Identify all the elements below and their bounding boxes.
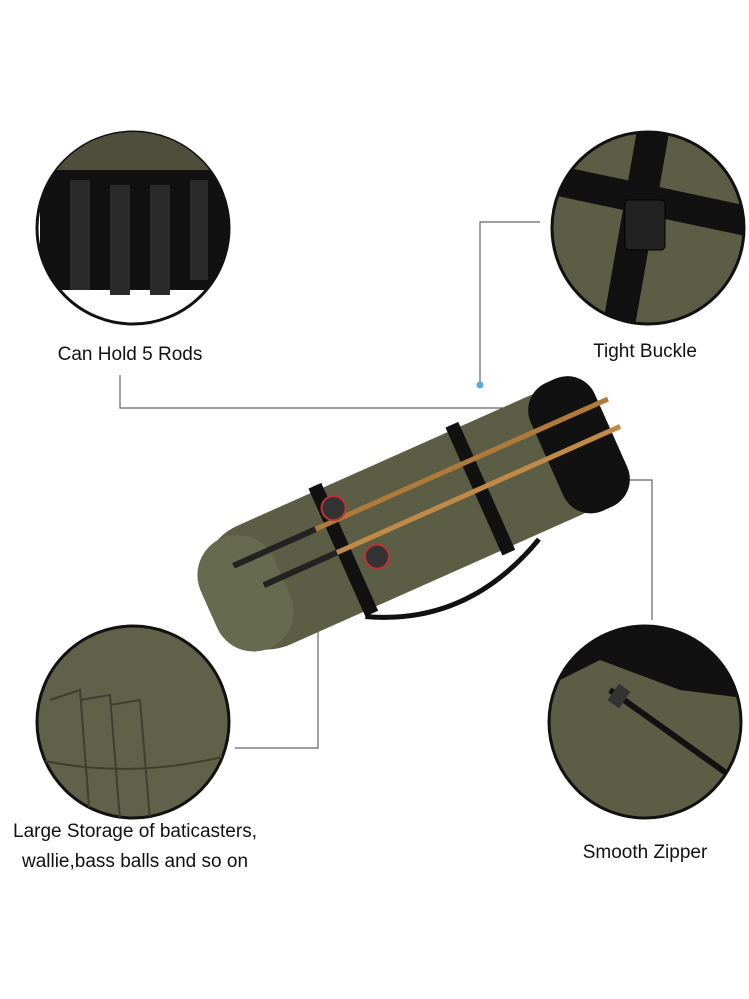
dot-buckle (476, 381, 484, 389)
feature-label-rods: Can Hold 5 Rods (57, 344, 203, 365)
connector-rods (119, 375, 560, 409)
connector-storage (235, 590, 319, 749)
detail-circle-buckle (550, 130, 746, 326)
detail-circle-zipper (547, 624, 743, 820)
rod-bag (197, 376, 630, 652)
feature-label-storage-line2: wallie,bass balls and so on (21, 851, 249, 872)
feature-label-zipper: Smooth Zipper (582, 842, 708, 863)
feature-label-storage-line1: Large Storage of baticasters, (13, 821, 257, 842)
detail-circle-rods (35, 130, 231, 326)
detail-circle-storage (35, 624, 231, 820)
connector-buckle (479, 221, 540, 385)
feature-label-buckle: Tight Buckle (593, 341, 697, 362)
feature-label-storage: Large Storage of baticasters, wallie,bas… (0, 817, 270, 877)
